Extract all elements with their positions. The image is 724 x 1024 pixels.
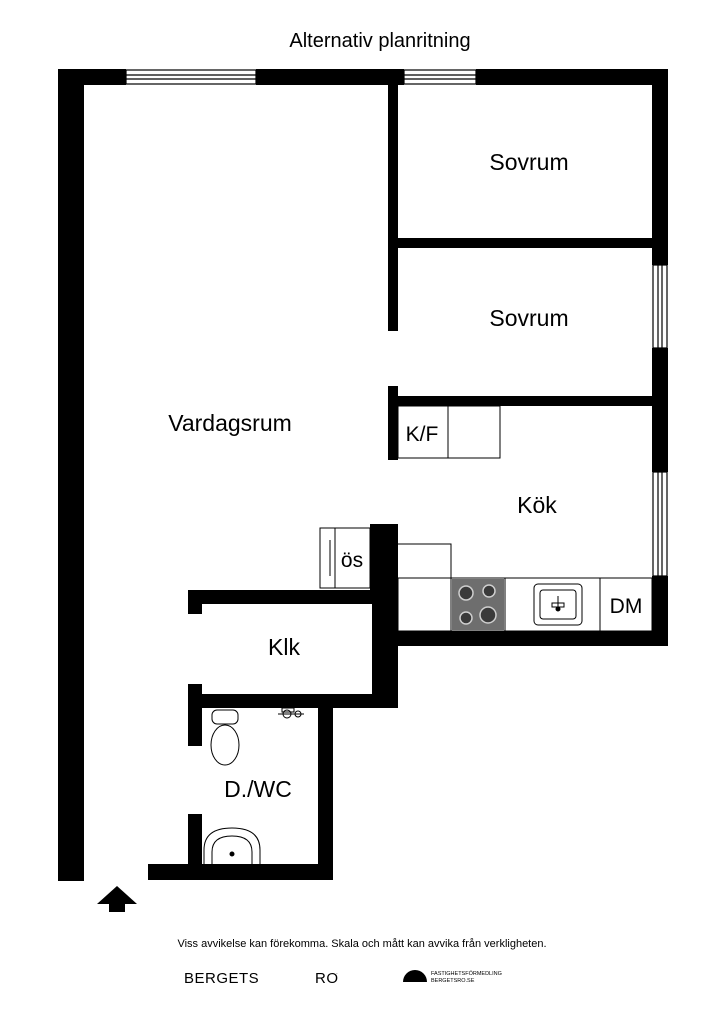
room-label-kok: Kök <box>517 492 557 518</box>
brand-bergets: BERGETS <box>184 970 259 987</box>
window-top-left <box>125 69 257 85</box>
wall-bath-left-lower <box>188 814 202 880</box>
wall-bedroom-divider <box>398 238 652 248</box>
room-label-dm: DM <box>610 595 643 618</box>
brand-logo-line-1: FASTIGHETSFÖRMEDLING <box>431 970 502 977</box>
windows <box>125 69 668 577</box>
kitchen-counter-top <box>398 543 452 578</box>
wall-kitchen-bottom <box>384 631 668 646</box>
room-label-dwc: D./WC <box>224 776 292 802</box>
room-label-os: ös <box>341 549 363 572</box>
window-right-kitchen <box>652 471 668 577</box>
window-right-bedroom <box>652 264 668 349</box>
shower-mixer-icon <box>278 707 304 719</box>
wall-left <box>58 69 84 881</box>
brand-ro: RO <box>315 970 339 987</box>
brand-logo-icon <box>403 970 427 982</box>
room-label-sovrum-1: Sovrum <box>489 149 568 175</box>
kitchen-counter <box>397 577 653 632</box>
room-label-vardagsrum: Vardagsrum <box>168 410 292 436</box>
brand-ro-mark: · <box>336 971 338 977</box>
wall-right-1 <box>652 69 668 265</box>
wall-klk-left-stub <box>188 590 202 614</box>
disclaimer-text: Viss avvikelse kan förekomma. Skala och … <box>177 938 546 950</box>
stove-icon <box>452 579 504 630</box>
wall-bedroom-left <box>388 85 398 331</box>
wall-bottom-left <box>58 866 84 881</box>
fixtures <box>319 405 653 632</box>
wall-klk-bottom <box>188 694 398 708</box>
wall-klk-bottom-stub <box>188 684 202 746</box>
wall-top-middle <box>256 69 404 85</box>
room-label-kf: K/F <box>406 423 439 446</box>
toilet-icon <box>210 709 240 766</box>
wall-bath-right <box>318 694 333 880</box>
wall-right-3 <box>652 576 668 646</box>
room-label-klk: Klk <box>268 634 300 660</box>
walls <box>58 69 668 881</box>
wall-klk-top <box>188 590 398 604</box>
os-closet <box>319 527 371 589</box>
plan-title: Alternativ planritning <box>289 30 470 52</box>
entrance-arrow-icon <box>97 886 137 912</box>
sink-icon <box>533 583 583 626</box>
brand-logo-line-2: BERGETSRO.SE <box>431 978 475 984</box>
kf-cabinet <box>397 405 501 459</box>
wall-bedroom-kitchen <box>398 396 652 406</box>
wall-top-right <box>476 69 668 85</box>
window-top-right <box>403 69 477 85</box>
wall-bottom-right <box>148 864 333 880</box>
wall-kf-left <box>388 386 398 460</box>
washbasin-icon <box>203 827 261 864</box>
room-label-sovrum-2: Sovrum <box>489 305 568 331</box>
wall-right-2 <box>652 348 668 472</box>
wall-klk-right <box>372 590 398 694</box>
